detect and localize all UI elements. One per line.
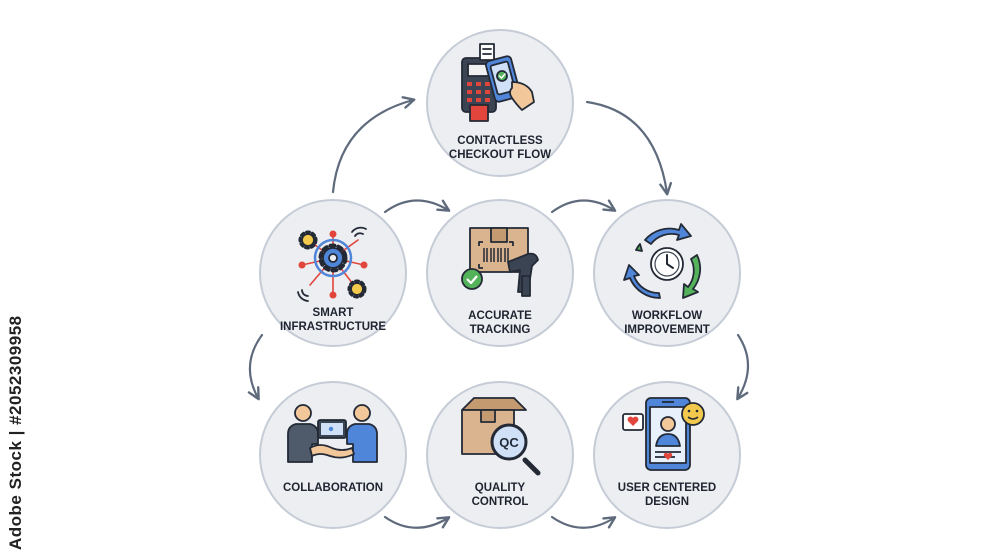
clock-cycle-arrows-icon [623,223,702,299]
node-contactless-checkout: CONTACTLESS CHECKOUT FLOW [426,29,574,177]
arrow-contactless-to-workflow [585,100,673,196]
node-quality-control: QC QUALITY CONTROL [426,381,574,529]
node-accurate-tracking: ACCURATE TRACKING [426,199,574,347]
stock-watermark: Adobe Stock | #2052309958 [6,315,25,550]
node-smart-label-line1: SMART [313,307,354,319]
node-user-label-line1: USER CENTERED [618,482,716,494]
connector-arrows [247,96,749,529]
arrow-quality-to-user [550,515,617,529]
node-smart-label-line2: INFRASTRUCTURE [280,321,386,333]
node-tracking-label-line2: TRACKING [470,324,531,336]
gears-network-icon [297,226,368,302]
node-contactless-label-line2: CHECKOUT FLOW [449,149,551,161]
qc-box-magnifier-icon: QC [461,397,541,476]
phone-profile-icon [622,397,705,471]
node-collaboration: COLLABORATION [259,381,407,529]
node-quality-label-line2: CONTROL [472,496,529,508]
arrow-smart-to-collab [247,333,264,401]
arrow-tracking-to-workflow [550,199,617,214]
node-user-label-line2: DESIGN [645,496,689,508]
node-quality-label-line1: QUALITY [475,482,526,494]
handshake-tablet-icon [287,404,378,463]
node-contactless-label-line1: CONTACTLESS [457,135,543,147]
node-workflow-label-line2: IMPROVEMENT [624,324,710,336]
barcode-scanner-box-icon [461,227,539,297]
node-workflow-improvement: WORKFLOW IMPROVEMENT [593,199,741,347]
node-collab-label-line1: COLLABORATION [283,482,383,494]
node-smart-infrastructure: SMART INFRASTRUCTURE [259,199,407,347]
arrow-smart-to-tracking [383,199,451,214]
node-workflow-label-line1: WORKFLOW [632,310,702,322]
node-user-centered-design: USER CENTERED DESIGN [593,381,741,529]
arrow-smart-to-contactless [331,96,416,194]
pos-terminal-phone-icon [461,43,535,122]
arrow-collab-to-quality [383,515,451,529]
node-tracking-label-line1: ACCURATE [468,310,532,322]
arrow-workflow-to-user [736,333,749,401]
svg-text:QC: QC [499,435,519,450]
